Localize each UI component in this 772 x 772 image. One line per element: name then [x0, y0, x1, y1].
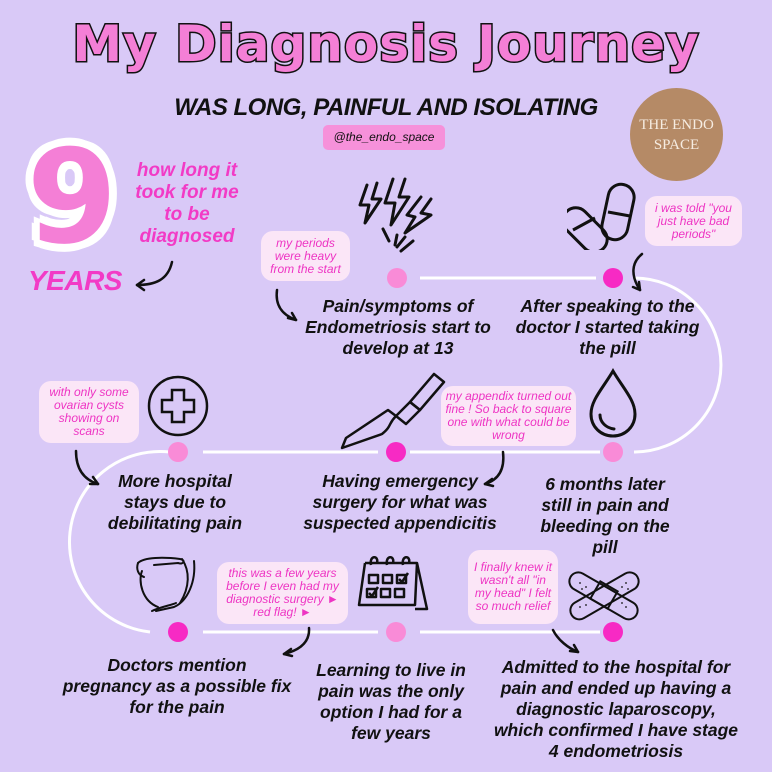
logo-line-2: SPACE [653, 136, 700, 153]
blood-drop-icon [589, 368, 637, 438]
page-title: My Diagnosis Journey [71, 14, 700, 75]
pregnancy-icon [136, 556, 196, 612]
timeline-dot-4 [386, 442, 406, 462]
note-step-1: my periods were heavy from the start [261, 231, 350, 281]
pills-icon [567, 182, 636, 250]
step-1-text: Pain/symptoms of Endometriosis start to … [305, 296, 491, 358]
brand-logo: THE ENDO SPACE [630, 88, 723, 181]
lightning-icon [358, 177, 433, 253]
note-step-4: my appendix turned out fine ! So back to… [441, 386, 576, 446]
timeline-dot-1 [387, 268, 407, 288]
step-4-text: Having emergency surgery for what was su… [303, 471, 497, 533]
social-handle[interactable]: @the_endo_space [323, 125, 445, 150]
timeline-dot-6 [168, 622, 188, 642]
scalpel-icon [340, 372, 446, 450]
arrow-years [135, 260, 174, 287]
nine-number: 9 [25, 120, 119, 274]
timeline-dot-5 [168, 442, 188, 462]
logo-line-1: THE ENDO [639, 116, 714, 133]
step-5-text: More hospital stays due to debilitating … [107, 471, 243, 533]
duration-unit: YEARS [28, 265, 122, 296]
timeline-dot-8 [603, 622, 623, 642]
note-step-8: I finally knew it wasn't all "in my head… [468, 550, 558, 624]
timeline-dot-7 [386, 622, 406, 642]
arrow-step2 [632, 252, 644, 292]
timeline-dot-3 [603, 442, 623, 462]
note-step-2: i was told "you just have bad periods" [645, 196, 742, 246]
step-2-text: After speaking to the doctor I started t… [515, 296, 700, 358]
calendar-icon [357, 556, 429, 611]
step-8-text: Admitted to the hospital for pain and en… [493, 657, 739, 761]
timeline-dot-2 [603, 268, 623, 288]
arrow-step6 [282, 626, 311, 656]
page-subtitle: WAS LONG, PAINFUL AND ISOLATING [174, 94, 598, 121]
duration-note: how long it took for me to be diagnosed [135, 160, 239, 247]
step-6-text: Doctors mention pregnancy as a possible … [62, 655, 292, 717]
step-3-text: 6 months later still in pain and bleedin… [540, 474, 670, 557]
note-step-6: this was a few years before I even had m… [217, 562, 348, 624]
bandage-icon [568, 571, 640, 621]
medical-cross-icon [147, 375, 209, 437]
note-step-5: with only some ovarian cysts showing on … [39, 381, 139, 443]
nine-badge: 9 [18, 120, 126, 274]
step-7-text: Learning to live in pain was the only op… [316, 660, 466, 743]
